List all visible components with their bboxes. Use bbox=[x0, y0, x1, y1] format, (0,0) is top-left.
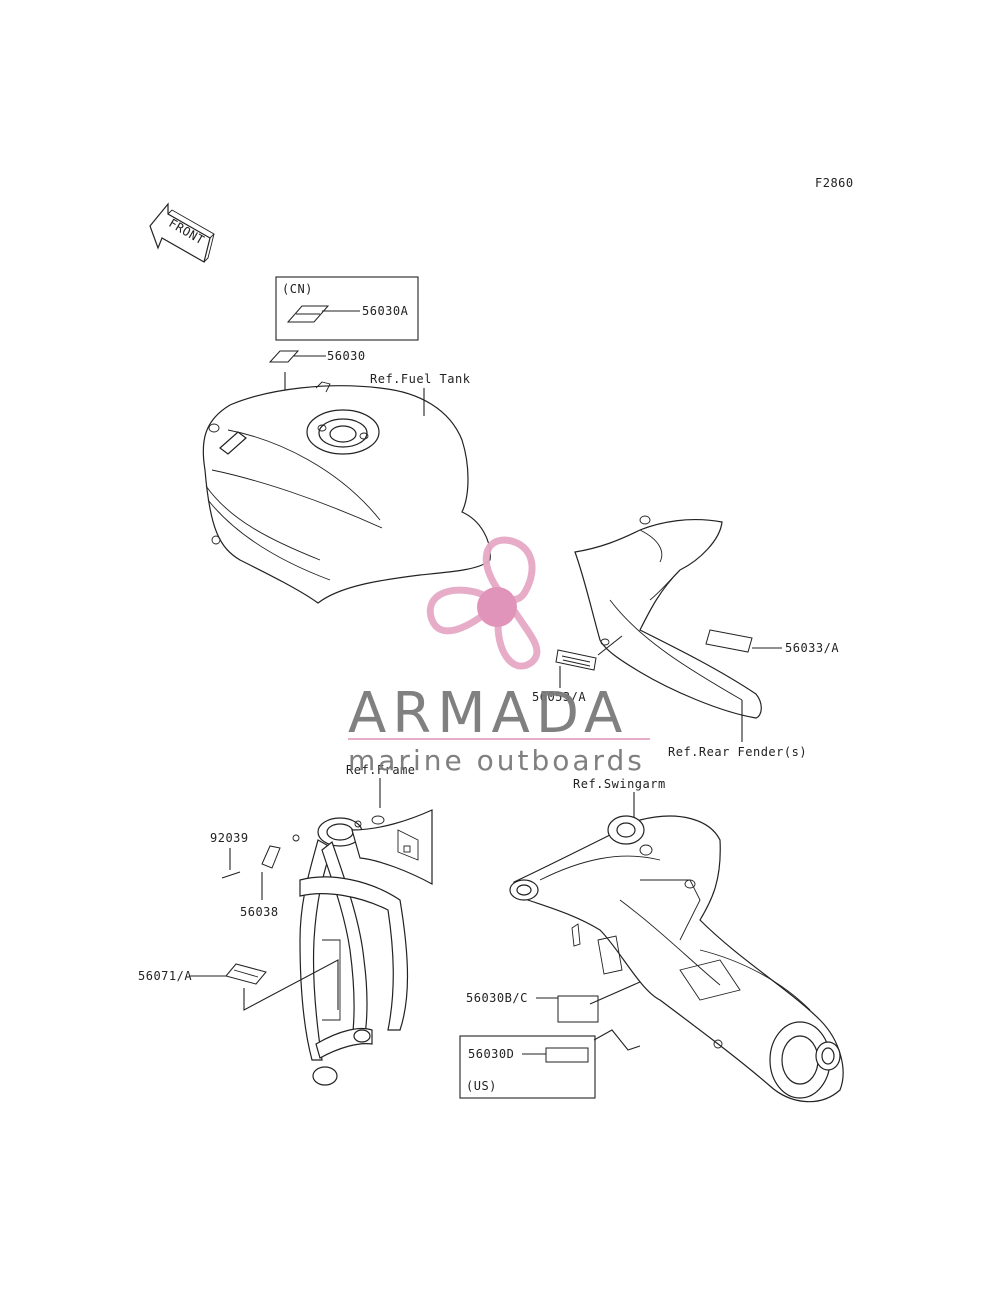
callout-92039: 92039 bbox=[210, 831, 249, 845]
front-arrow-icon: FRONT bbox=[149, 202, 215, 263]
callout-56038: 56038 bbox=[240, 905, 279, 919]
callout-56030A: 56030A bbox=[362, 304, 409, 318]
label-56030: 56030 bbox=[268, 349, 366, 408]
callout-56071A: 56071/A bbox=[138, 969, 192, 983]
ref-swingarm: Ref.Swingarm bbox=[573, 777, 666, 791]
us-box-tag: (US) bbox=[466, 1079, 497, 1093]
callout-56030BC: 56030B/C bbox=[466, 991, 528, 1005]
watermark-tagline: marine outboards bbox=[348, 744, 645, 777]
callout-56033A: 56033/A bbox=[785, 641, 839, 655]
cn-box-tag: (CN) bbox=[282, 282, 313, 296]
callout-56053A: 56053/A bbox=[532, 690, 586, 704]
diagram-code: F2860 bbox=[815, 176, 854, 190]
cn-label-box: (CN) 56030A bbox=[275, 276, 419, 341]
us-label-box: 56030D (US) bbox=[459, 1029, 641, 1099]
callout-56030: 56030 bbox=[327, 349, 366, 363]
watermark-brand: ARMADA bbox=[348, 681, 628, 746]
propeller-logo-icon bbox=[426, 536, 541, 670]
armada-watermark: ARMADA marine outboards bbox=[348, 536, 650, 777]
ref-rear-fender: Ref.Rear Fender(s) bbox=[668, 745, 807, 759]
ref-frame: Ref.Frame bbox=[346, 763, 416, 777]
ref-fuel-tank: Ref.Fuel Tank bbox=[370, 372, 471, 386]
frame: Ref.Frame 92039 56038 56071/A bbox=[138, 763, 433, 1086]
callout-56030D: 56030D bbox=[468, 1047, 514, 1061]
rear-fender: 56033/A 56053/A Ref.Rear Fender(s) bbox=[532, 515, 839, 759]
swingarm: Ref.Swingarm 56030B/C bbox=[466, 777, 844, 1103]
fuel-tank: Ref.Fuel Tank bbox=[202, 372, 491, 604]
